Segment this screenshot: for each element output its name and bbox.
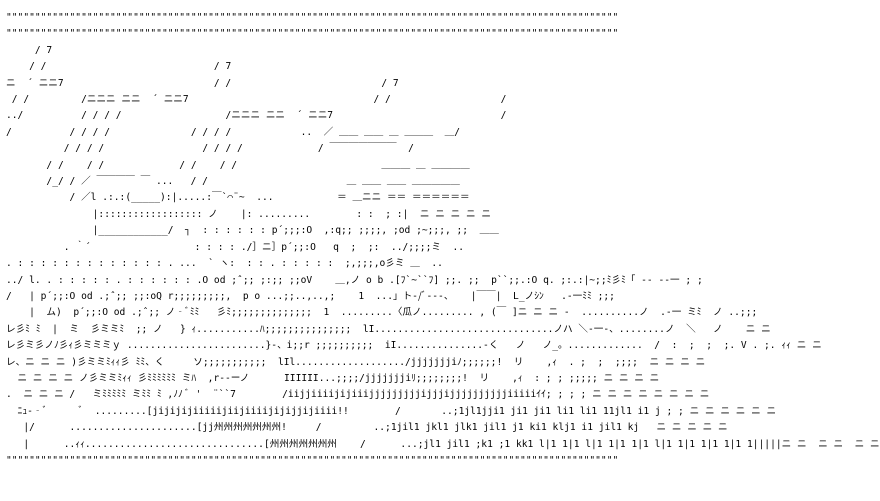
art-line: . ニ ニ ニ / ミﾐﾐﾐﾐﾐ ミﾐﾐ ﾐ ,ﾉﾉ ﾞ ' ¨``7 /iij… — [6, 389, 710, 401]
art-line: / / / / / / / / / .. ／ ＿＿ ＿＿ ＿ ＿＿＿ ＿/ — [6, 126, 461, 138]
art-line: レ、ニ ニ ニ )彡ミミﾐｨｨ彡 ﾐﾐ、く ソ;;;;;;;;;;; lIl..… — [6, 356, 706, 368]
art-line: |/ ......................[jj州州州州州州州! / .… — [6, 422, 728, 434]
art-line: レ彡ﾐ ﾐ | ミ 彡ミミﾐ ;; ノ } ｨ...........ﾊ;;;;;… — [6, 323, 771, 335]
art-line: |____________/ ┐ : : : : : : p´;;;:O ,:q… — [6, 225, 499, 237]
art-line: . : : : : : : : : : : : : : . ... ` ヽ: :… — [6, 258, 443, 270]
art-line: | ム) p´;;:O od .;ˆ;; ノ‐ﾞﾐﾐ 彡ﾐ;;;;;;;;;;;… — [6, 307, 758, 319]
art-line: / 7 — [6, 44, 53, 56]
art-line: / / / / / / / / / ￣￣￣￣￣￣￣ / — [6, 143, 414, 155]
art-line: ../ l. . : : : : : . : : : : : : .O od ;… — [6, 274, 703, 286]
art-line: """"""""""""""""""""""""""""""""""""""""… — [6, 454, 619, 466]
art-line: ニ ニ ニ ニ ノ彡ミミﾐｨｨ 彡ﾐﾐﾐﾐﾐﾐ ミﾊ ,r‐‐ーノ IIIIII… — [6, 372, 660, 384]
art-line: / / /ニニニ ニニ ´ ニニ7 / / / — [6, 94, 507, 106]
art-line: ニ ´ ニニ7 / / / 7 — [6, 77, 399, 89]
art-line: レ彡ミ彡ノﾉ彡ｨ彡ミミミｙ ........................}‐… — [6, 340, 822, 352]
art-line: """"""""""""""""""""""""""""""""""""""""… — [6, 12, 619, 23]
art-line: ../ / / / / /ニニニ ニニ ´ ニニ7 / — [6, 110, 507, 122]
art-line: | ..ｨｨ...............................[州州… — [6, 438, 880, 450]
art-line: . ｀´ : : : : ./］ニ］p´;;:O q ; ;: ../;;;;ミ… — [6, 241, 465, 253]
art-line: / / / 7 — [6, 61, 232, 73]
art-line: |:::::::::::::::::: ノ |: ......... : : ;… — [6, 208, 491, 220]
art-line: ﾆｭ-‐ﾞ ﾞ .........[jijijijiiiiijiijiiiiji… — [6, 405, 777, 417]
art-line: / | p´;;:O od .;ˆ;; ;;:oQ r;;;;;;;;;, p … — [6, 290, 615, 302]
ascii-art-canvas: """"""""""""""""""""""""""""""""""""""""… — [6, 12, 880, 466]
art-line: /_/ / ／ ￣￣￣￣ ￣ ... / / ＿ ＿＿ ＿＿ ＿＿＿＿＿ — [6, 176, 460, 188]
art-line: """"""""""""""""""""""""""""""""""""""""… — [6, 28, 619, 40]
art-line: / ／l .:.:(_____):|.....:￣`⌒¨~ ... ＝ ＿ニニ … — [6, 192, 470, 204]
ascii-art-block: """"""""""""""""""""""""""""""""""""""""… — [6, 10, 880, 469]
art-line: / / / / / / / / ＿＿＿ ＿ ＿＿＿＿ — [6, 159, 470, 171]
